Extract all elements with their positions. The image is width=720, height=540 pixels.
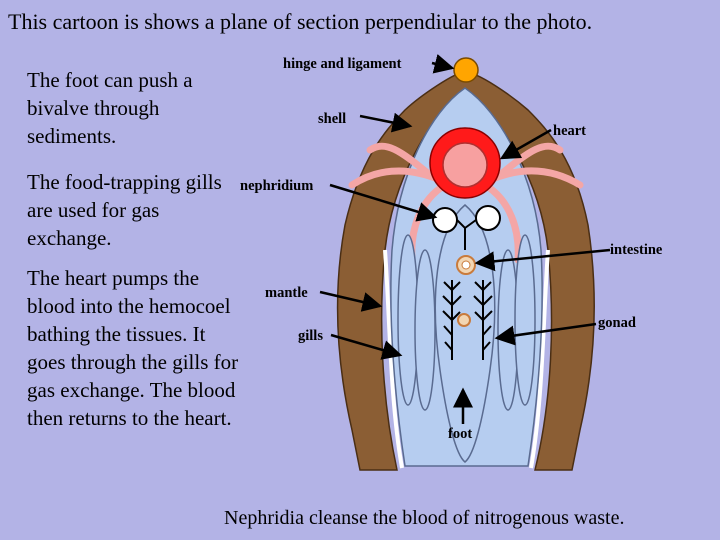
label-shell: shell bbox=[318, 111, 346, 127]
hinge-ligament bbox=[453, 57, 479, 83]
label-nephridium: nephridium bbox=[240, 178, 313, 194]
label-intestine: intestine bbox=[610, 242, 663, 258]
heart-ventricle bbox=[442, 142, 488, 188]
mantle-left bbox=[383, 249, 404, 469]
arrow-nephridium bbox=[329, 183, 438, 222]
gills-description: The food-trapping gills are used for gas… bbox=[27, 170, 222, 250]
mantle-right bbox=[529, 249, 550, 469]
label-foot: foot bbox=[448, 426, 472, 442]
gill-left bbox=[397, 234, 436, 411]
arrow-gonad bbox=[494, 322, 597, 346]
slide-footer: Nephridia cleanse the blood of nitrogeno… bbox=[224, 507, 625, 529]
arrow-mantle bbox=[319, 290, 383, 312]
arrow-gills bbox=[330, 333, 403, 360]
arrow-hinge bbox=[431, 54, 455, 74]
nephridial-ducts bbox=[456, 219, 477, 250]
arrow-shell bbox=[359, 112, 413, 133]
foot-description: The foot can push a bivalve through sedi… bbox=[27, 68, 193, 148]
nephridium-left bbox=[432, 207, 458, 233]
gonad-left bbox=[442, 280, 462, 360]
arrow-heart bbox=[499, 128, 552, 160]
label-gills: gills bbox=[298, 328, 323, 344]
nephridium-right bbox=[475, 205, 501, 231]
intestine-lower bbox=[457, 313, 471, 327]
arrow-intestine bbox=[474, 248, 611, 272]
label-hinge: hinge and ligament bbox=[283, 56, 402, 72]
label-mantle: mantle bbox=[265, 285, 308, 301]
slide-caption: This cartoon is shows a plane of section… bbox=[8, 9, 593, 34]
heart-description: The heart pumps the blood into the hemoc… bbox=[27, 266, 239, 430]
label-gonad: gonad bbox=[598, 315, 636, 331]
label-heart: heart bbox=[553, 123, 586, 139]
intestine-lumen bbox=[461, 260, 471, 270]
gonad-right bbox=[473, 280, 493, 360]
